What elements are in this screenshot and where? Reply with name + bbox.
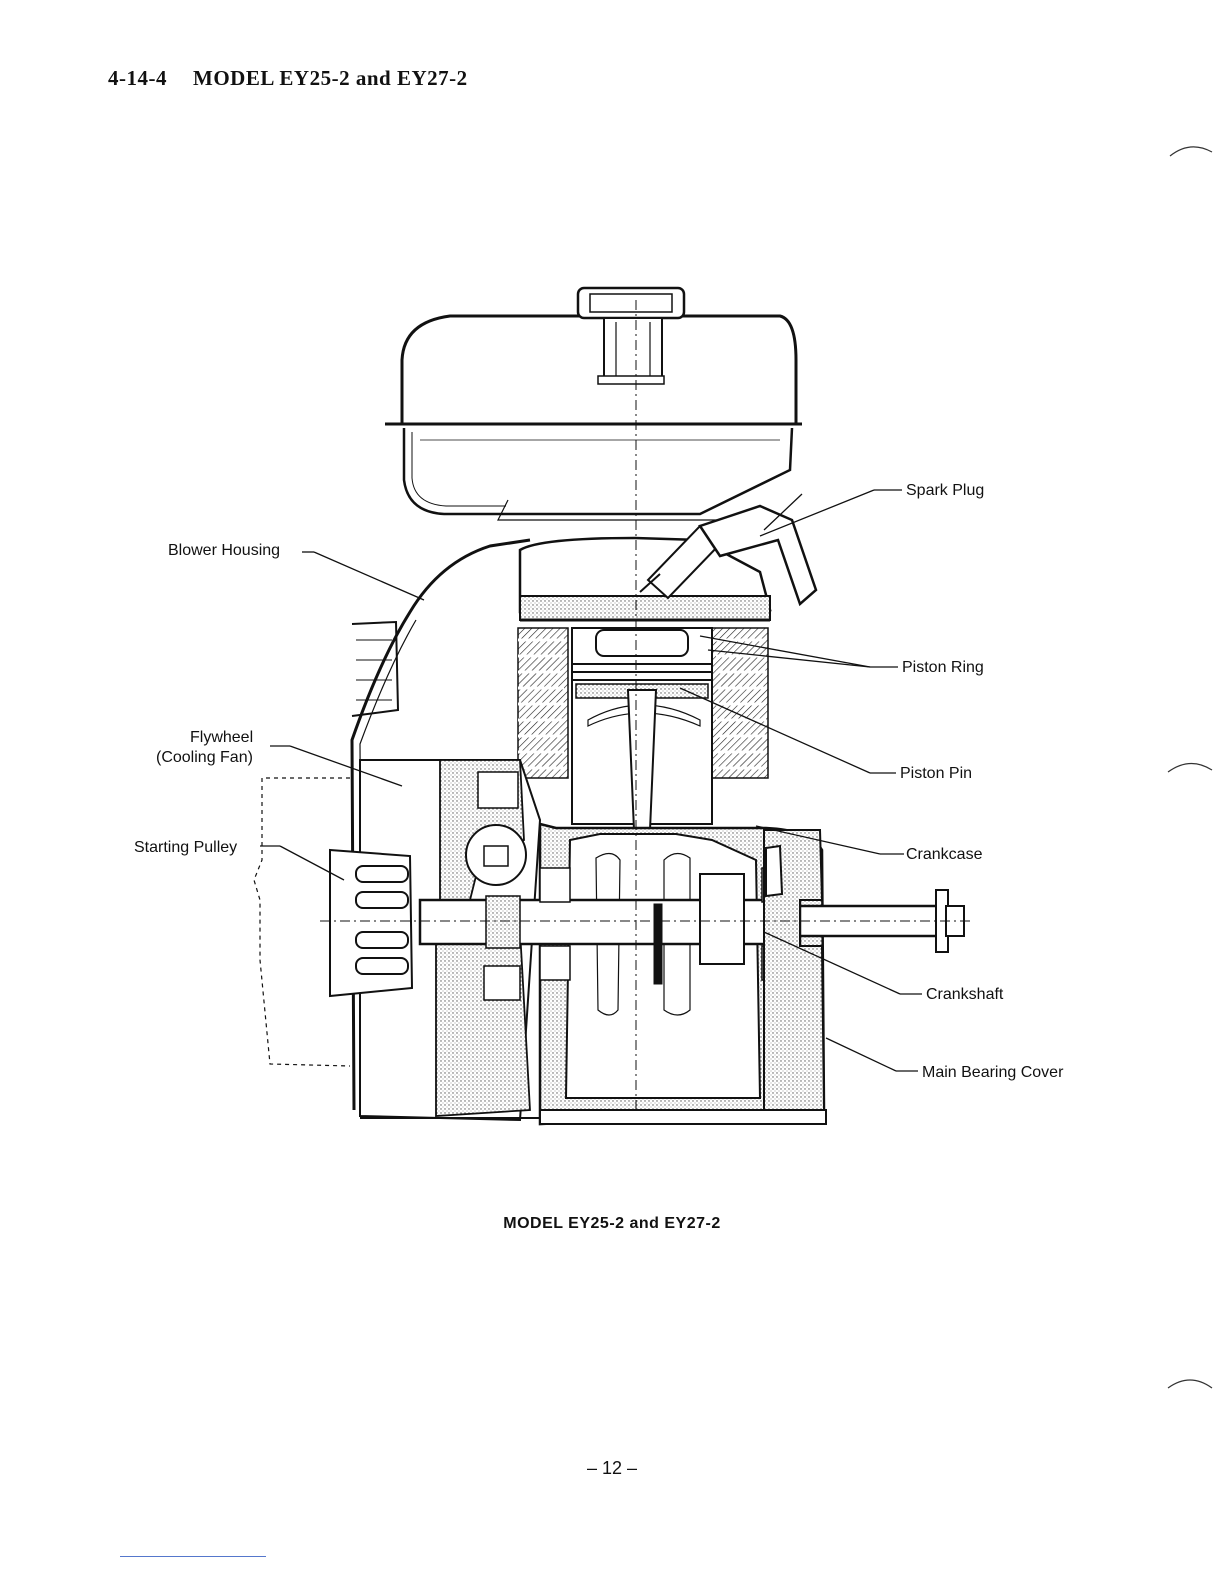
page-edge-marks	[1168, 147, 1212, 1388]
label-starting-pulley: Starting Pulley	[134, 839, 237, 856]
label-crankcase: Crankcase	[906, 846, 983, 863]
label-piston-ring: Piston Ring	[902, 659, 984, 676]
fuel-tank	[385, 316, 802, 520]
main-bearing-cover	[764, 830, 824, 1110]
label-spark-plug: Spark Plug	[906, 482, 984, 499]
label-cooling-fan: (Cooling Fan)	[156, 749, 253, 766]
figure-caption: MODEL EY25-2 and EY27-2	[0, 1215, 1224, 1233]
page-number: – 12 –	[0, 1458, 1224, 1479]
label-piston-pin: Piston Pin	[900, 765, 972, 782]
label-flywheel: Flywheel	[190, 729, 253, 746]
label-main-bearing-cover: Main Bearing Cover	[922, 1064, 1064, 1081]
label-blower-housing: Blower Housing	[168, 542, 280, 559]
starting-pulley	[330, 850, 412, 996]
footer-rule	[120, 1556, 266, 1557]
label-crankshaft: Crankshaft	[926, 986, 1004, 1003]
